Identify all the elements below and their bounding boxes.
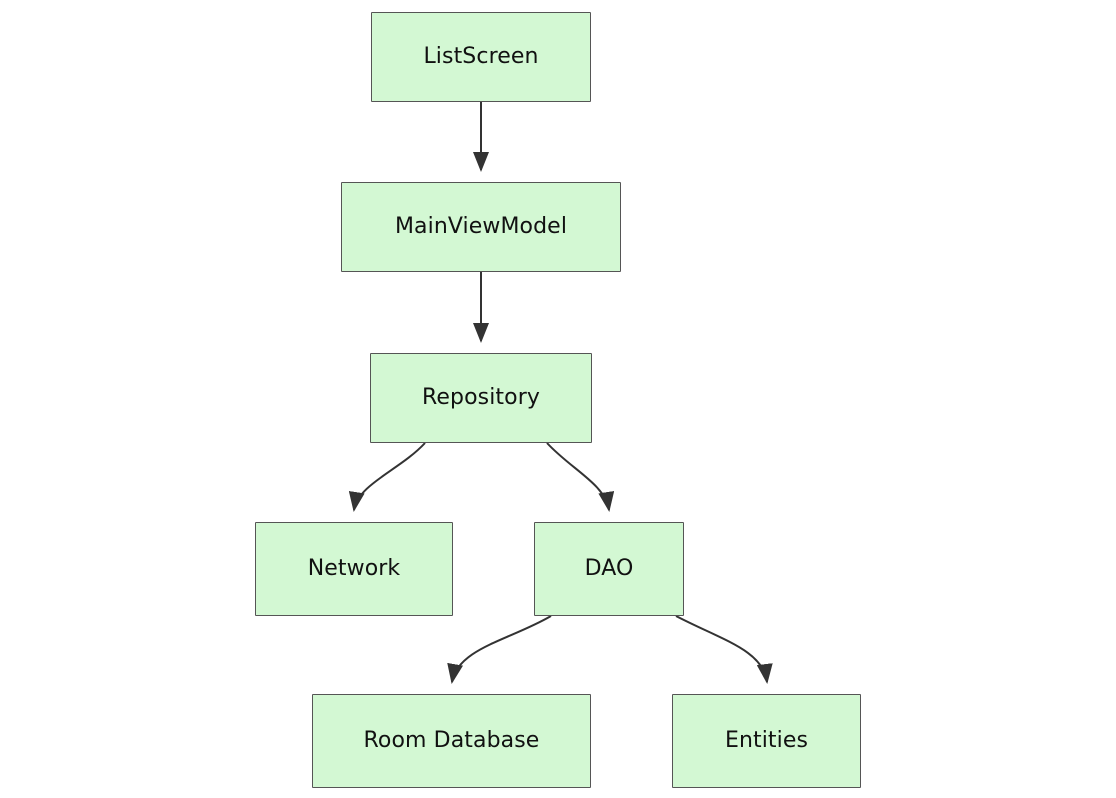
edge-dao-roomdatabase [447,615,552,684]
edge-dao-entities [675,615,773,684]
node-entities-label: Entities [724,728,809,753]
node-listscreen[interactable]: ListScreen [371,12,591,102]
node-listscreen-label: ListScreen [423,44,539,69]
node-mainviewmodel-label: MainViewModel [394,214,568,239]
node-room-database[interactable]: Room Database [312,694,591,788]
node-dao-label: DAO [584,556,634,581]
node-entities[interactable]: Entities [672,694,861,788]
node-network[interactable]: Network [255,522,453,616]
node-repository-label: Repository [422,385,540,410]
node-mainviewmodel[interactable]: MainViewModel [341,182,621,272]
node-network-label: Network [307,556,401,581]
node-room-database-label: Room Database [363,728,540,753]
edge-repository-network [348,442,426,512]
node-dao[interactable]: DAO [534,522,684,616]
node-repository[interactable]: Repository [370,353,592,443]
edge-repository-dao [546,442,615,512]
